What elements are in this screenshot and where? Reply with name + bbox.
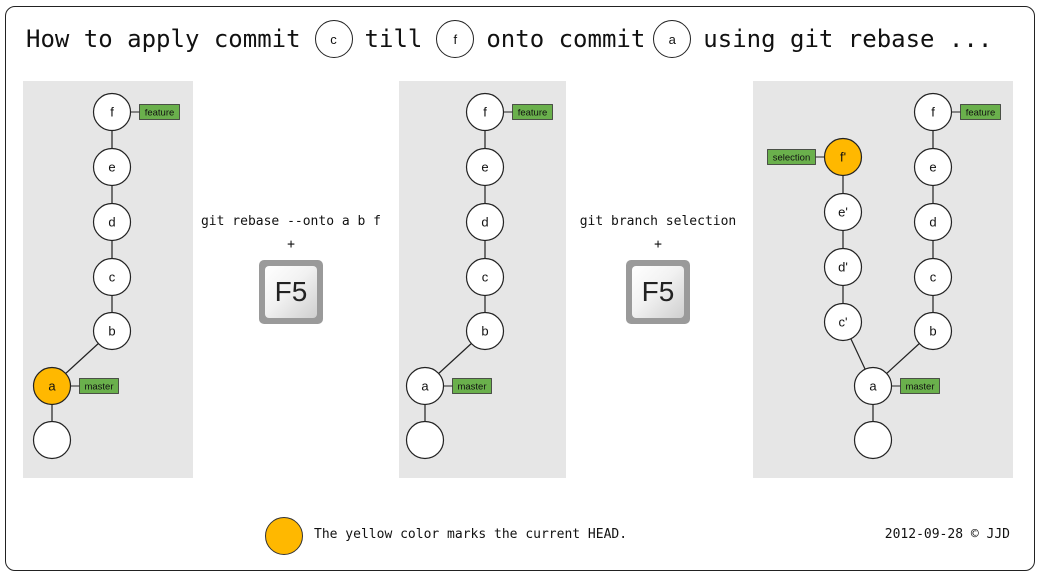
branch-label-box	[767, 149, 816, 165]
step1-f5-key: F5	[259, 260, 323, 324]
commit-label: d	[481, 215, 488, 230]
branch-label-box	[452, 378, 492, 394]
commit-label: f	[110, 105, 114, 120]
title-text-2: till	[364, 25, 423, 53]
branch-label-master: master	[905, 381, 934, 392]
graph-2: f' e' d' c' f e d c b a selection feature master	[767, 92, 1001, 460]
commit-label: b	[481, 324, 488, 339]
commit-node	[405, 420, 445, 460]
commit-label: d	[108, 215, 115, 230]
page-title: How to apply commit c till f onto commit…	[26, 20, 993, 58]
commit-node	[853, 420, 893, 460]
graph-panel-after	[753, 81, 1013, 478]
commit-node	[92, 147, 132, 187]
graph-0: f e d c b a feature master	[32, 92, 180, 460]
branch-label-feature: feature	[518, 107, 548, 118]
graph-1: f e d c b a feature master	[405, 92, 553, 460]
branch-label-feature: feature	[966, 107, 996, 118]
commit-node	[92, 202, 132, 242]
commit-label: e	[108, 160, 115, 175]
commit-node	[913, 202, 953, 242]
commit-label: f	[931, 105, 935, 120]
commit-label: d	[929, 215, 936, 230]
commit-label: e	[929, 160, 936, 175]
commit-node	[92, 311, 132, 351]
commit-label: c	[930, 270, 937, 285]
branch-label-box	[79, 378, 119, 394]
branch-label-box	[512, 104, 553, 120]
commit-node	[465, 202, 505, 242]
footer-credit: 2012-09-28 © JJD	[884, 527, 1010, 542]
title-text-3: onto commit	[486, 25, 646, 53]
commit-node	[913, 257, 953, 297]
branch-label-box	[960, 104, 1001, 120]
step2-command: git branch selection	[579, 214, 737, 229]
commit-label: c	[109, 270, 116, 285]
commit-label: f'	[840, 150, 846, 165]
commit-label: e	[481, 160, 488, 175]
commit-label: a	[869, 379, 877, 394]
commit-label: a	[421, 379, 429, 394]
graph-edge	[886, 343, 920, 374]
branch-label-master: master	[84, 381, 113, 392]
commit-node	[465, 257, 505, 297]
commit-node	[913, 147, 953, 187]
commit-label: b	[108, 324, 115, 339]
branch-label-master: master	[457, 381, 486, 392]
commit-label: c	[482, 270, 489, 285]
commit-label: e'	[838, 205, 848, 220]
title-text-4: using git rebase ...	[703, 25, 993, 53]
title-commit-f: f	[436, 20, 475, 58]
step2-f5-key: F5	[626, 260, 690, 324]
step1-plus: +	[287, 237, 295, 252]
commit-node	[92, 257, 132, 297]
title-commit-c: c	[314, 20, 353, 58]
commit-label: f	[483, 105, 487, 120]
title-text-1: How to apply commit	[26, 25, 301, 53]
head-legend-text: The yellow color marks the current HEAD.	[314, 527, 628, 542]
commit-node	[465, 147, 505, 187]
branch-label-box	[900, 378, 940, 394]
commit-label: a	[48, 379, 56, 394]
commit-node	[913, 311, 953, 351]
title-commit-a: a	[653, 20, 692, 58]
commit-node	[465, 311, 505, 351]
graph-edge	[65, 343, 99, 374]
commit-node	[823, 302, 863, 342]
step2-f5-key-label: F5	[632, 266, 684, 318]
commit-label: c'	[839, 315, 848, 330]
commit-label: d'	[838, 260, 848, 275]
step1-f5-key-label: F5	[265, 266, 317, 318]
head-legend-marker	[265, 517, 303, 555]
commit-label: b	[929, 324, 936, 339]
branch-label-feature: feature	[145, 107, 175, 118]
step1-command: git rebase --onto a b f	[200, 214, 381, 229]
commit-node	[32, 420, 72, 460]
branch-label-selection: selection	[773, 152, 811, 163]
graph-edge	[850, 338, 866, 370]
commit-node	[823, 247, 863, 287]
branch-label-box	[139, 104, 180, 120]
graph-edge	[438, 343, 472, 374]
commit-node	[823, 192, 863, 232]
step2-plus: +	[654, 237, 662, 252]
